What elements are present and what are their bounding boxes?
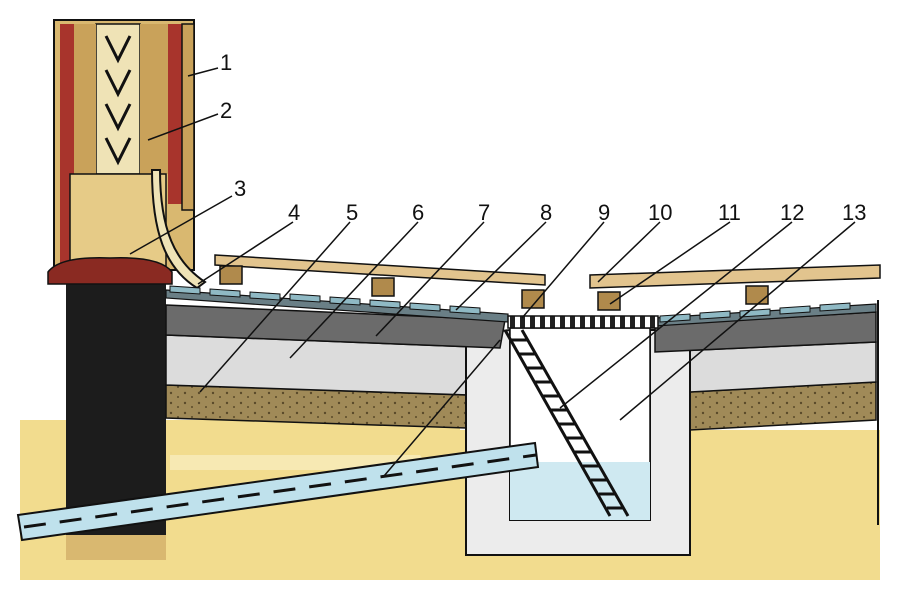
wall-structure xyxy=(53,19,195,271)
callout-7: 7 xyxy=(478,200,490,225)
callout-1: 1 xyxy=(220,50,232,75)
drain-ladder xyxy=(503,329,630,517)
callout-12: 12 xyxy=(780,200,804,225)
callout-6: 6 xyxy=(412,200,424,225)
deck-board-left xyxy=(214,254,546,286)
callout-8: 8 xyxy=(540,200,552,225)
foundation-cap xyxy=(47,257,173,285)
callout-labels: 1 2 3 4 5 6 7 8 9 10 11 12 13 xyxy=(220,50,866,225)
wall-flashing xyxy=(150,169,207,290)
callout-13: 13 xyxy=(842,200,866,225)
drainage-pipe xyxy=(16,441,540,542)
deck-board-right xyxy=(589,264,881,289)
drain-well-water xyxy=(510,462,650,520)
foundation-base xyxy=(66,535,166,560)
callout-3: 3 xyxy=(234,176,246,201)
screed-layer-left xyxy=(165,304,506,349)
deck-battens xyxy=(219,265,769,311)
leader-lines xyxy=(129,67,856,477)
callout-9: 9 xyxy=(598,200,610,225)
callout-4: 4 xyxy=(288,200,300,225)
callout-5: 5 xyxy=(346,200,358,225)
callout-2: 2 xyxy=(220,98,232,123)
drain-grill xyxy=(507,315,659,329)
callout-11: 11 xyxy=(718,200,741,225)
callout-10: 10 xyxy=(648,200,672,225)
